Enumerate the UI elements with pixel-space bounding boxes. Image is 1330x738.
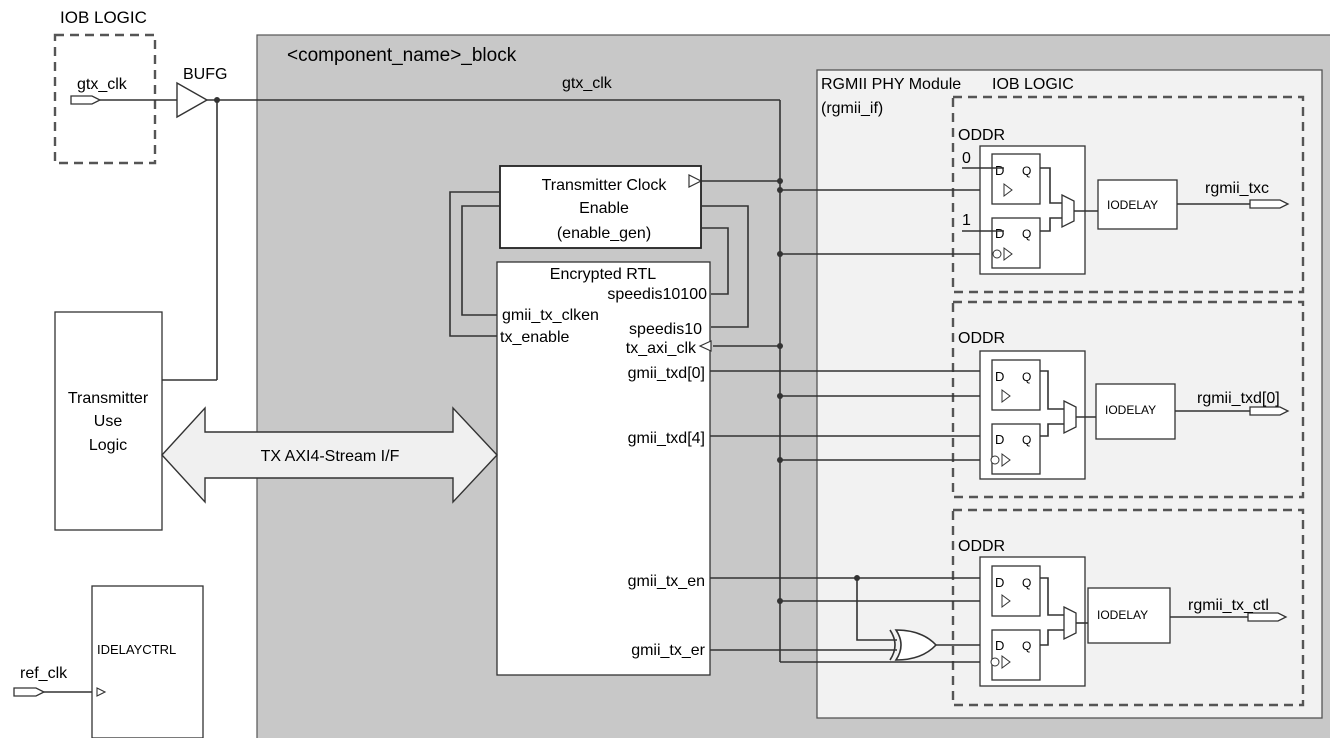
iob-logic-title-top: IOB LOGIC bbox=[60, 8, 147, 27]
const-0-label: 0 bbox=[962, 150, 971, 167]
svg-text:D: D bbox=[995, 369, 1004, 384]
tx-clock-enable-line2: Enable bbox=[579, 200, 629, 217]
component-block-title: <component_name>_block bbox=[287, 45, 517, 66]
svg-text:IODELAY: IODELAY bbox=[1105, 403, 1156, 417]
oddr-txctl-label: ODDR bbox=[958, 538, 1005, 555]
oddr-txc-label: ODDR bbox=[958, 127, 1005, 144]
xor-gate bbox=[889, 629, 938, 661]
gtx-clk-input-label: gtx_clk bbox=[77, 76, 128, 93]
port-gmii-tx-clken: gmii_tx_clken bbox=[502, 307, 599, 324]
tx-user-logic-line3: Logic bbox=[89, 437, 127, 454]
tx-clock-enable-line3: (enable_gen) bbox=[557, 225, 651, 242]
bufg-buffer-icon bbox=[176, 81, 209, 119]
iob-logic-txc-box bbox=[951, 95, 1305, 294]
rgmii-module-instance: (rgmii_if) bbox=[821, 100, 883, 117]
port-gmii-tx-en: gmii_tx_en bbox=[628, 573, 705, 590]
gtx-clk-net-label: gtx_clk bbox=[562, 75, 613, 92]
tx-user-logic-line2: Use bbox=[94, 413, 123, 430]
svg-text:Q: Q bbox=[1022, 227, 1031, 241]
port-gmii-tx-er: gmii_tx_er bbox=[631, 642, 705, 659]
oddr-txd0-label: ODDR bbox=[958, 330, 1005, 347]
ref-clk-port-icon bbox=[13, 687, 46, 697]
rgmii-module-title: RGMII PHY Module bbox=[821, 76, 961, 93]
svg-text:Q: Q bbox=[1022, 433, 1031, 447]
gtx-clk-port-icon bbox=[70, 95, 102, 105]
port-speedis10100: speedis10100 bbox=[607, 286, 707, 303]
data-wires bbox=[710, 370, 1004, 651]
encrypted-rtl-title: Encrypted RTL bbox=[550, 266, 657, 283]
svg-text:Q: Q bbox=[1022, 370, 1031, 384]
const-1-label: 1 bbox=[962, 212, 971, 229]
port-tx-enable: tx_enable bbox=[500, 329, 569, 346]
bufg-label: BUFG bbox=[183, 66, 227, 83]
axi-stream-arrow bbox=[161, 406, 498, 504]
iob-logic-gtx-group: IOB LOGIC gtx_clk bbox=[53, 8, 157, 165]
tx-user-logic-block bbox=[54, 311, 163, 531]
idelayctrl-label: IDELAYCTRL bbox=[97, 642, 176, 657]
svg-text:D: D bbox=[995, 432, 1004, 447]
encrypted-rtl-block bbox=[496, 261, 711, 676]
port-gmii-txd0: gmii_txd[0] bbox=[628, 365, 705, 382]
oddr-txctl: ODDR D Q D Q IODELAY rgmii_tx_ctl bbox=[958, 538, 1288, 687]
iob-logic-txctl-box bbox=[951, 508, 1305, 707]
svg-text:Q: Q bbox=[1022, 576, 1031, 590]
port-gmii-txd4: gmii_txd[4] bbox=[628, 430, 705, 447]
gtx-clk-net: BUFG bbox=[100, 66, 1004, 663]
tx-clock-enable-block bbox=[499, 165, 702, 249]
port-tx-axi-clk: tx_axi_clk bbox=[626, 340, 697, 357]
tx-clock-enable-clock-pin-icon bbox=[688, 174, 703, 188]
svg-text:IODELAY: IODELAY bbox=[1097, 608, 1148, 622]
enable-loops-left bbox=[449, 191, 500, 337]
enable-loops-right bbox=[701, 205, 749, 328]
iob-logic-txd-box bbox=[951, 300, 1305, 499]
tx-user-logic-line1: Transmitter bbox=[68, 390, 149, 407]
idelayctrl-block bbox=[91, 585, 204, 738]
ref-clk-label: ref_clk bbox=[20, 665, 68, 682]
svg-text:D: D bbox=[995, 638, 1004, 653]
rgmii-txd0-label: rgmii_txd[0] bbox=[1197, 390, 1280, 407]
iob-logic-gtx-box bbox=[53, 33, 157, 165]
svg-text:Q: Q bbox=[1022, 164, 1031, 178]
tx-clock-enable-line1: Transmitter Clock bbox=[542, 177, 668, 194]
svg-text:D: D bbox=[995, 163, 1004, 178]
oddr-txd0: ODDR D Q D Q IODELAY rgmii_txd[0] bbox=[958, 330, 1290, 480]
oddr-txc: ODDR D Q D Q 0 1 IODELAY rgmii_txc bbox=[958, 127, 1290, 275]
port-speedis10: speedis10 bbox=[629, 321, 702, 338]
svg-text:Q: Q bbox=[1022, 639, 1031, 653]
rgmii-txc-label: rgmii_txc bbox=[1205, 180, 1269, 197]
tx-axi-clk-pin-icon bbox=[698, 340, 712, 352]
axi-stream-label: TX AXI4-Stream I/F bbox=[261, 448, 400, 465]
svg-text:D: D bbox=[995, 226, 1004, 241]
svg-text:IODELAY: IODELAY bbox=[1107, 198, 1158, 212]
rgmii-tx-ctl-label: rgmii_tx_ctl bbox=[1188, 597, 1269, 614]
svg-text:D: D bbox=[995, 575, 1004, 590]
iob-logic-title-right: IOB LOGIC bbox=[992, 76, 1074, 93]
